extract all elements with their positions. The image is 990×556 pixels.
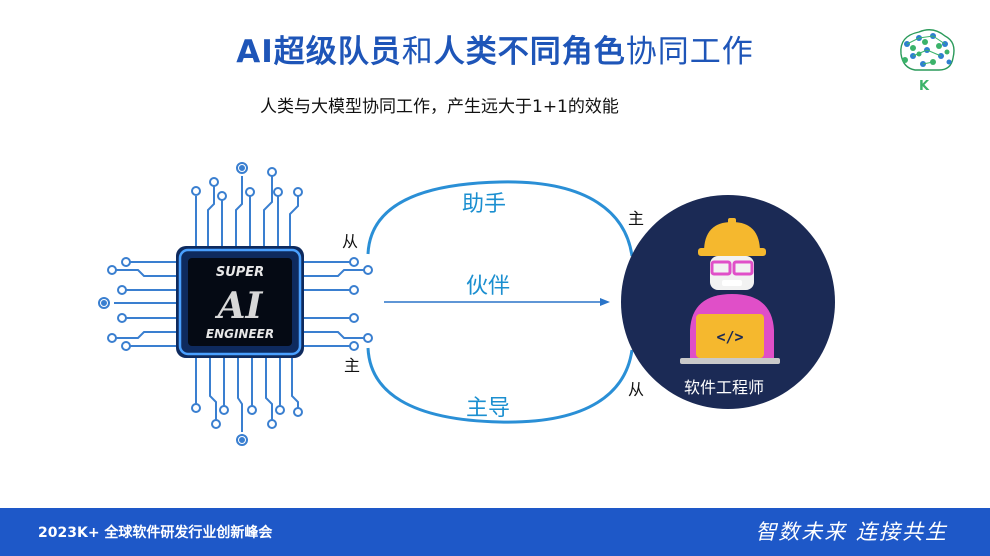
subtitle: 人类与大模型协同工作，产生远大于1+1的效能 [260,97,619,117]
brain-logo-icon: K [900,29,955,94]
page-title: AI超级队员和人类不同角色协同工作 [0,26,990,71]
engineer-label: 软件工程师 [684,378,765,397]
arrow-head-icon [600,298,610,306]
chip-text-ai: AI [215,285,264,327]
marker-human-follower: 从 [628,380,645,399]
footer-slogan: 智数未来 连接共生 [755,520,948,544]
relation-label-leader: 主导 [466,396,511,421]
footer-event-name: 2023K+ 全球软件研发行业创新峰会 [38,525,273,541]
bottom-arc-leader [366,347,634,424]
footer-bar: 2023K+ 全球软件研发行业创新峰会 智数未来 连接共生 [0,508,990,556]
logo-letter: K [919,79,930,94]
engineer-avatar: </> [621,195,835,409]
circuit-traces [98,162,373,446]
title-part-and: 和 [401,34,434,70]
top-arc-helper [366,180,634,257]
title-part-collab: 协同工作 [625,34,754,70]
marker-ai-follower: 从 [342,232,359,251]
relation-label-partner: 伙伴 [466,274,511,299]
title-part-human: 人类不同角色 [433,34,626,70]
marker-human-leader: 主 [628,209,645,228]
svg-text:</>: </> [716,328,743,346]
chip-text-engineer: ENGINEER [206,327,274,341]
ai-chip: SUPER AI ENGINEER [176,246,304,358]
marker-ai-leader: 主 [344,356,361,375]
chip-text-super: SUPER [216,265,264,280]
relation-label-helper: 助手 [462,192,507,217]
title-part-ai: AI超级队员 [236,34,402,70]
